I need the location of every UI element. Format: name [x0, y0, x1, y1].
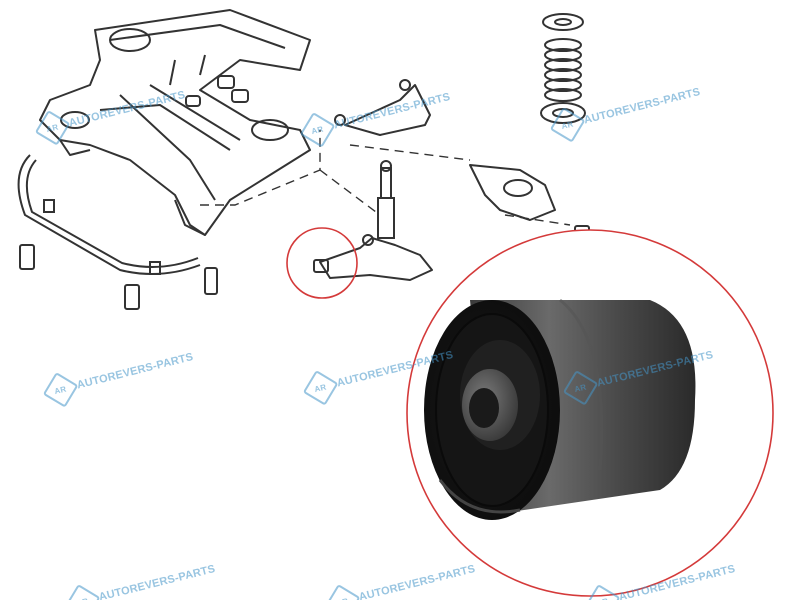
upper-arm-drawing: [334, 79, 431, 136]
subframe-drawing: [39, 9, 311, 236]
stabilizer-bar-drawing: [17, 154, 218, 310]
dashed-leader-lines: [200, 130, 571, 226]
shock-absorber-drawing: [377, 160, 395, 239]
bushing-photo: [424, 298, 696, 520]
lower-arm-drawing: [313, 234, 433, 281]
coil-spring-drawing: [540, 13, 586, 124]
highlight-circle-small: [286, 227, 358, 299]
rear-arm-drawing: [469, 164, 590, 239]
